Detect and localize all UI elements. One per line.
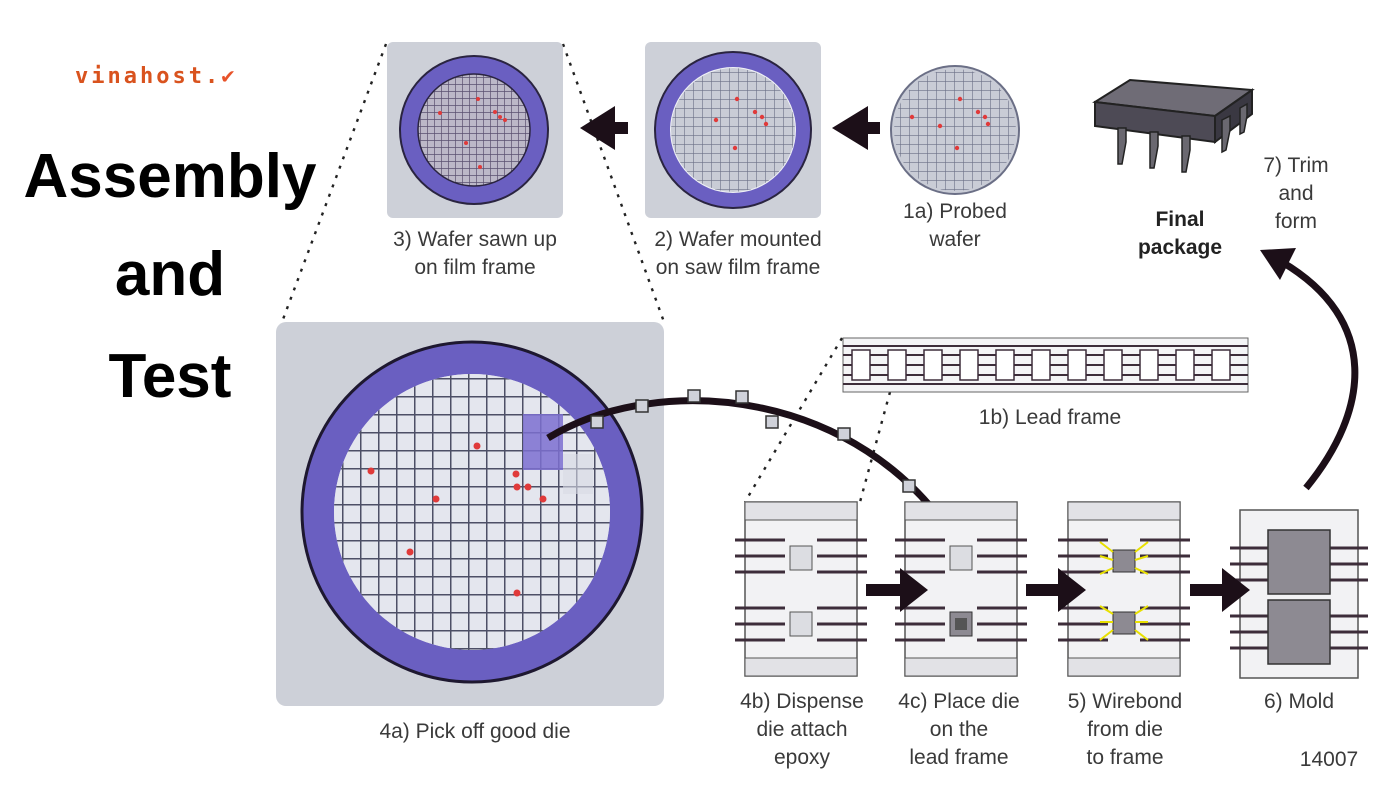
title-line-1: Assembly <box>23 142 317 211</box>
lead-frame-strip <box>842 337 1249 393</box>
zoom-lines <box>280 43 892 503</box>
checkmark-icon: ✔ <box>221 64 238 89</box>
brand-logo[interactable]: vinahost.✔ <box>75 64 238 89</box>
top-arrows <box>580 106 880 150</box>
probed-wafer <box>890 65 1020 195</box>
figure-id: 14007 <box>1299 748 1359 771</box>
frame-5 <box>1058 501 1190 677</box>
frame-6-mold <box>1230 509 1368 679</box>
step-4a-label: 4a) Pick off good die <box>379 720 571 743</box>
title-line-2: and <box>114 240 226 309</box>
wafer-sawn-panel <box>387 42 563 218</box>
bottom-arrows <box>866 568 1250 612</box>
final-package-chip <box>1092 78 1255 173</box>
mold-to-package-arrow <box>1260 248 1359 491</box>
frame-4b <box>735 501 867 677</box>
step-1b-label: 1b) Lead frame <box>978 406 1122 429</box>
pick-off-die-panel <box>276 322 664 706</box>
step-6-label: 6) Mold <box>1263 690 1335 713</box>
wafer-mounted-panel <box>645 42 821 218</box>
title-line-3: Test <box>108 342 232 411</box>
